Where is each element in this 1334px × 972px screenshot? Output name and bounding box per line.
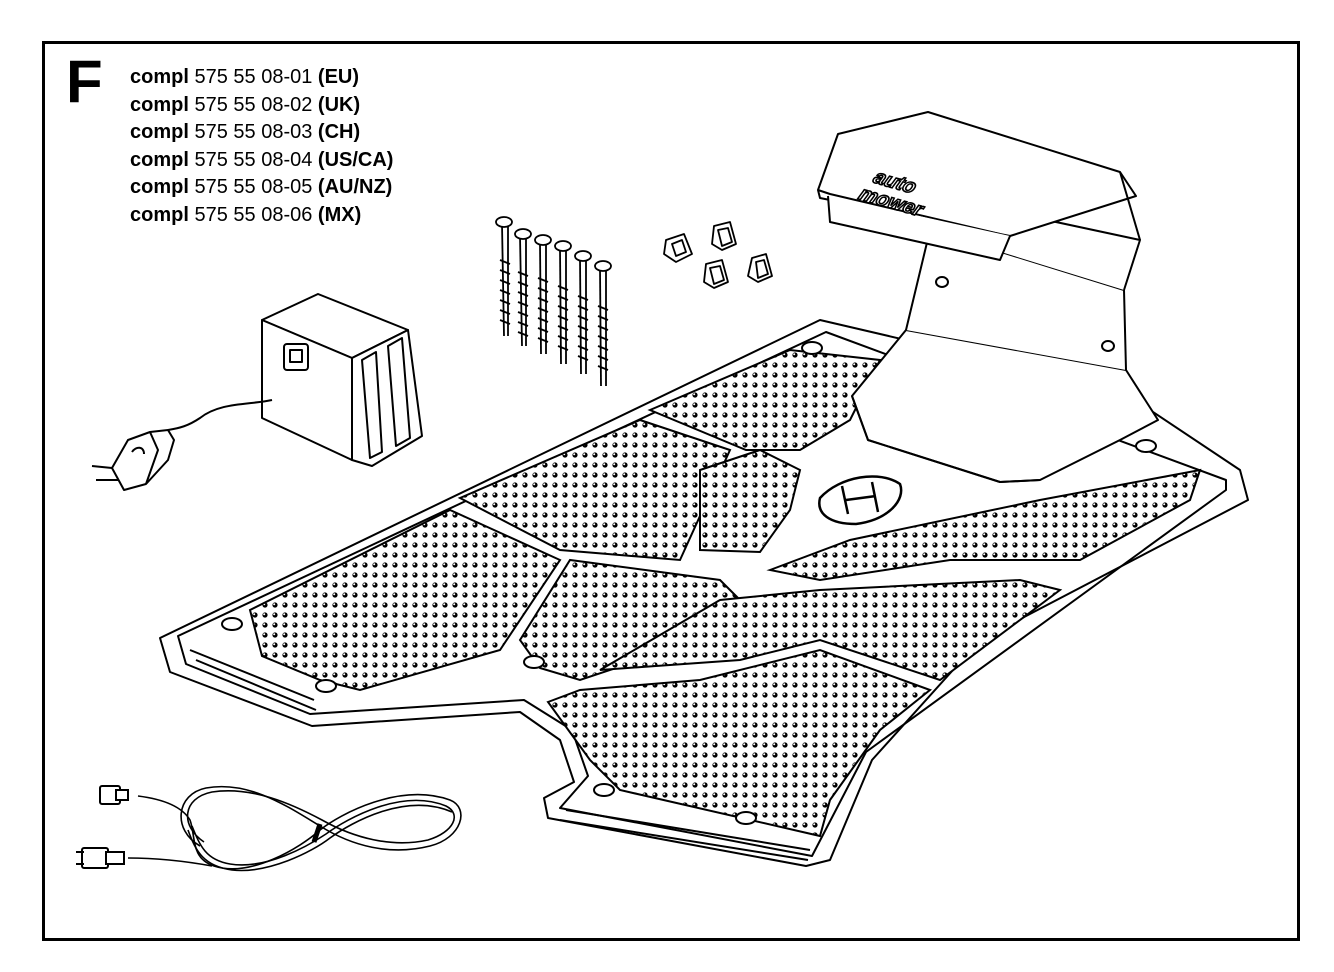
part-row: compl 575 55 08-06 (MX) [130, 203, 362, 226]
part-row: compl 575 55 08-01 (EU) [130, 66, 360, 88]
frame-bottom-line [42, 938, 1300, 941]
cable-icon [76, 785, 462, 872]
part-row: compl 575 55 08-02 (UK) [130, 93, 361, 116]
part-row: compl 575 55 08-04 (US/CA) [130, 148, 394, 171]
part-row: compl 575 55 08-03 (CH) [130, 121, 361, 143]
part-row: compl 575 55 08-05 (AU/NZ) [130, 176, 393, 198]
power-supply-icon [167, 293, 423, 467]
drawing-frame [42, 41, 1300, 940]
part-number-list: compl 575 55 08-01 (EU) compl 575 55 08-… [130, 64, 393, 229]
charging-station-icon: auto mower [159, 111, 1249, 867]
screws-icon [495, 216, 612, 387]
connectors-icon [663, 221, 773, 289]
plug-icon [91, 429, 175, 491]
section-letter: F [66, 48, 103, 115]
